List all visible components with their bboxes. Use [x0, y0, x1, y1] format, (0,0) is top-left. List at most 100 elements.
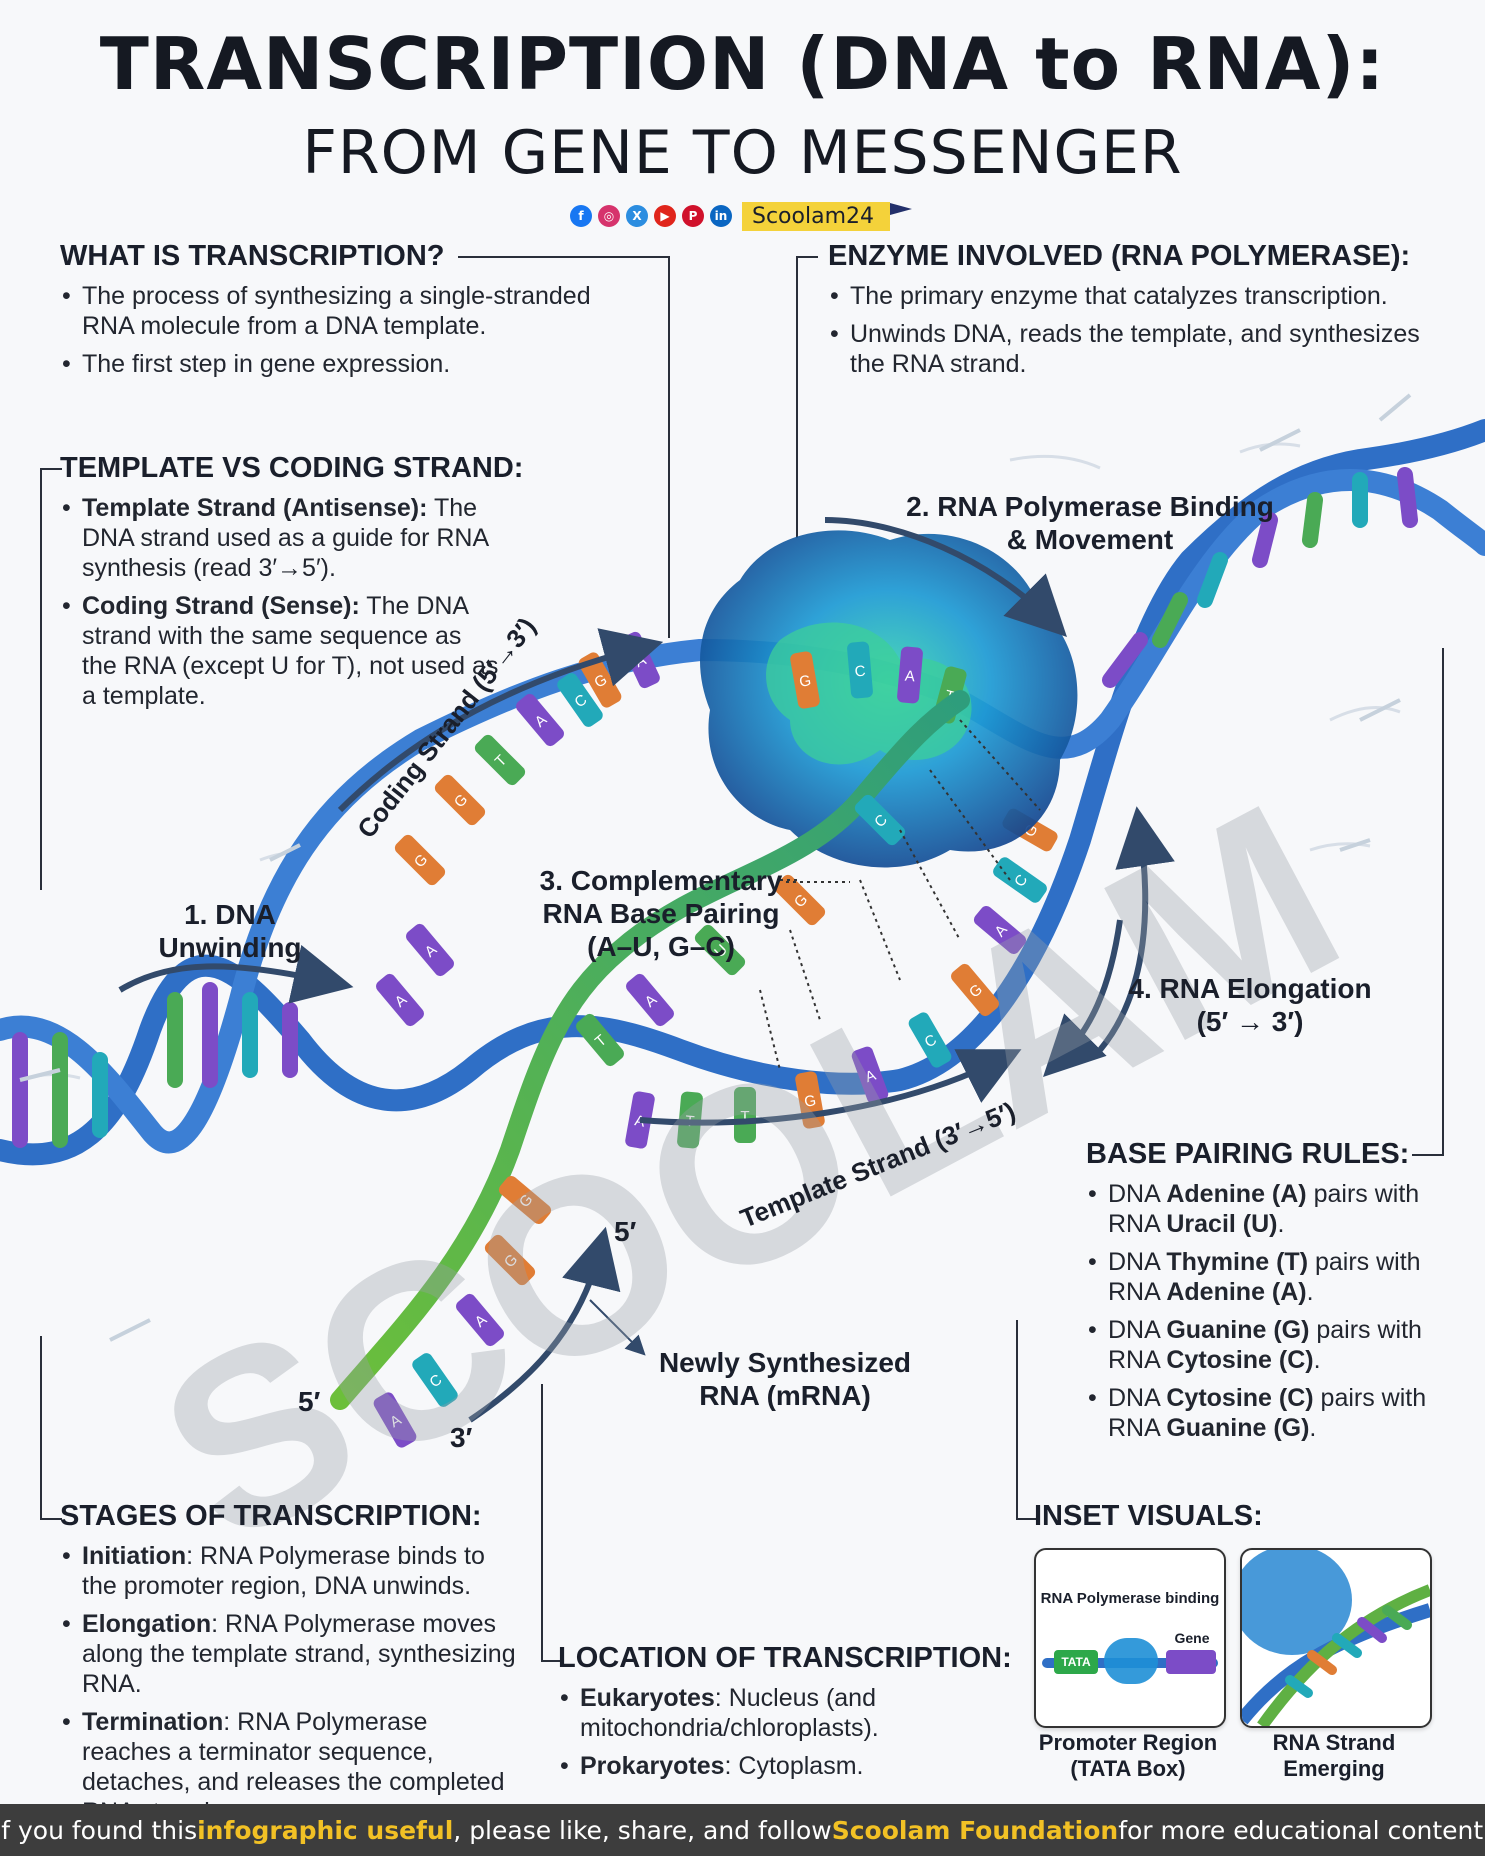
connector-enzyme [796, 256, 818, 538]
step1-line2: Unwinding [158, 932, 302, 963]
rna-base-a: A [456, 1293, 504, 1347]
rule-text: DNA [1108, 1316, 1167, 1344]
footer-brand-link[interactable]: Scoolam Foundation [831, 1815, 1119, 1845]
connector-stages [40, 1336, 62, 1520]
rule-text: pairs with RNA [1108, 1180, 1420, 1238]
base-pairing-list: DNA Adenine (A) pairs with RNA Uracil (U… [1086, 1179, 1456, 1443]
base-pairing-section: BASE PAIRING RULES: DNA Adenine (A) pair… [1086, 1138, 1456, 1443]
coding-base-c: C [557, 673, 603, 727]
rule-text: . [1277, 1210, 1285, 1238]
coding-base-t: T [474, 734, 526, 786]
base-pairing-rule: DNA Cytosine (C) pairs with RNA Guanine … [1086, 1383, 1456, 1443]
base-letter: A [633, 1112, 646, 1130]
social-handle[interactable]: Scoolam24 [742, 201, 890, 231]
base-letter: A [904, 668, 915, 686]
enzyme-section: ENZYME INVOLVED (RNA POLYMERASE): The pr… [828, 240, 1448, 379]
coding-strand-term: Coding Strand (Sense): [82, 592, 360, 620]
footer-text: If you found this [0, 1815, 198, 1845]
step3-line3: (A–U, G–C) [587, 931, 735, 962]
footer-text: for more educational content. [1118, 1815, 1485, 1845]
template-base-g: G [951, 963, 999, 1017]
base-letter: G [803, 1092, 817, 1111]
pinterest-icon[interactable]: P [682, 205, 704, 227]
inset-tata-box: TATA [1054, 1650, 1098, 1674]
rule-text: DNA [1108, 1180, 1167, 1208]
step4-line1: 4. RNA Elongation [1128, 973, 1372, 1004]
rna-base-g: G [498, 1176, 552, 1224]
location-section: LOCATION OF TRANSCRIPTION: Eukaryotes: N… [558, 1642, 1012, 1781]
rna-base-a: A [373, 1392, 417, 1448]
location-text: : Cytoplasm. [724, 1752, 864, 1780]
template-base-a: A [851, 1046, 889, 1104]
rna-base-t: T [576, 1013, 624, 1067]
light-arrows [19, 393, 1412, 1342]
rna-base-c: C [412, 1353, 458, 1407]
stage-term: Termination [82, 1708, 224, 1736]
inset-rna-svg [1242, 1550, 1430, 1726]
base-pairing-rule: DNA Guanine (G) pairs with RNA Cytosine … [1086, 1315, 1456, 1375]
new-rna-pointer [589, 1299, 646, 1356]
location-list: Eukaryotes: Nucleus (and mitochondria/ch… [558, 1683, 998, 1781]
caption-line: RNA Strand [1272, 1730, 1396, 1755]
rna-direction-arrow [468, 1226, 621, 1423]
linkedin-icon[interactable]: in [710, 205, 732, 227]
new-rna-label: Newly Synthesized RNA (mRNA) [650, 1346, 920, 1412]
rule-text: DNA [1108, 1248, 1167, 1276]
inset-polymerase-icon [1104, 1638, 1158, 1684]
rule-text: pairs with RNA [1108, 1384, 1427, 1442]
inset-promoter-caption: Promoter Region (TATA Box) [1024, 1730, 1232, 1782]
template-strand-text: The DNA strand used as a guide for RNA s… [82, 494, 488, 582]
base-pairing-rule: DNA Adenine (A) pairs with RNA Uracil (U… [1086, 1179, 1456, 1239]
location-eukaryotes: Eukaryotes: Nucleus (and mitochondria/ch… [558, 1683, 998, 1743]
template-vs-coding-list: Template Strand (Antisense): The DNA str… [60, 493, 500, 711]
connector-inset [1016, 1320, 1038, 1520]
youtube-icon[interactable]: ▶ [654, 205, 676, 227]
rule-dna-base: Cytosine (C) [1166, 1384, 1314, 1412]
instagram-icon[interactable]: ◎ [598, 205, 620, 227]
rule-text: . [1306, 1278, 1314, 1306]
x-icon[interactable]: X [626, 205, 648, 227]
connector-template [40, 468, 62, 890]
coding-base-a: A [376, 973, 424, 1027]
connector-location [541, 1384, 563, 1662]
rule-dna-base: Guanine (G) [1166, 1316, 1310, 1344]
footer-text: , please like, share, and follow [453, 1815, 832, 1845]
coding-base-g: G [434, 774, 486, 826]
stage-text: : RNA Polymerase binds to the promoter r… [82, 1542, 485, 1600]
inset-heading: INSET VISUALS: [1034, 1500, 1263, 1532]
elongation-arrow-up [1097, 806, 1175, 1052]
enzyme-heading: ENZYME INVOLVED (RNA POLYMERASE): [828, 240, 1411, 272]
rule-text: pairs with RNA [1108, 1316, 1422, 1374]
coding-strand-text: The DNA strand with the same sequence as… [82, 592, 499, 710]
caption-line: Emerging [1283, 1756, 1385, 1781]
stage-text: : RNA Polymerase moves along the templat… [82, 1610, 516, 1698]
step3-label: 3. Complementary RNA Base Pairing (A–U, … [536, 864, 786, 963]
facebook-icon[interactable]: f [570, 205, 592, 227]
stages-heading: STAGES OF TRANSCRIPTION: [60, 1500, 482, 1532]
enzyme-bullet: The primary enzyme that catalyzes transc… [828, 281, 1448, 311]
rule-text: . [1309, 1414, 1317, 1442]
process-arrows [118, 517, 1175, 1423]
base-pairing-rule: DNA Thymine (T) pairs with RNA Adenine (… [1086, 1247, 1456, 1307]
polymerase-movement-arrow [824, 517, 1067, 637]
base-pairing-heading: BASE PAIRING RULES: [1086, 1138, 1410, 1170]
unwinding-arrow [118, 944, 354, 1004]
elongation-arrow-down [1043, 919, 1123, 1077]
template-base-t: T [734, 1087, 756, 1143]
rule-rna-base: Adenine (A) [1166, 1278, 1307, 1306]
step3-line2: RNA Base Pairing [542, 898, 780, 929]
rule-rna-base: Cytosine (C) [1166, 1346, 1314, 1374]
end-5-lower: 5′ [298, 1386, 321, 1417]
step4-label: 4. RNA Elongation (5′ → 3′) [1120, 972, 1380, 1038]
end-3-lower: 3′ [450, 1422, 473, 1453]
page-title: TRANSCRIPTION (DNA to RNA): [99, 22, 1386, 106]
inset-rna-emerging [1240, 1548, 1432, 1728]
template-strand-term: Template Strand (Antisense): [82, 494, 428, 522]
coding-strand-item: Coding Strand (Sense): The DNA strand wi… [60, 591, 500, 711]
template-base-c: C [993, 857, 1047, 903]
social-bar: f ◎ X ▶ P in Scoolam24 [570, 201, 912, 231]
enzyme-list: The primary enzyme that catalyzes transc… [828, 281, 1448, 379]
template-strand-item: Template Strand (Antisense): The DNA str… [60, 493, 500, 583]
step1-label: 1. DNA Unwinding [150, 898, 310, 964]
